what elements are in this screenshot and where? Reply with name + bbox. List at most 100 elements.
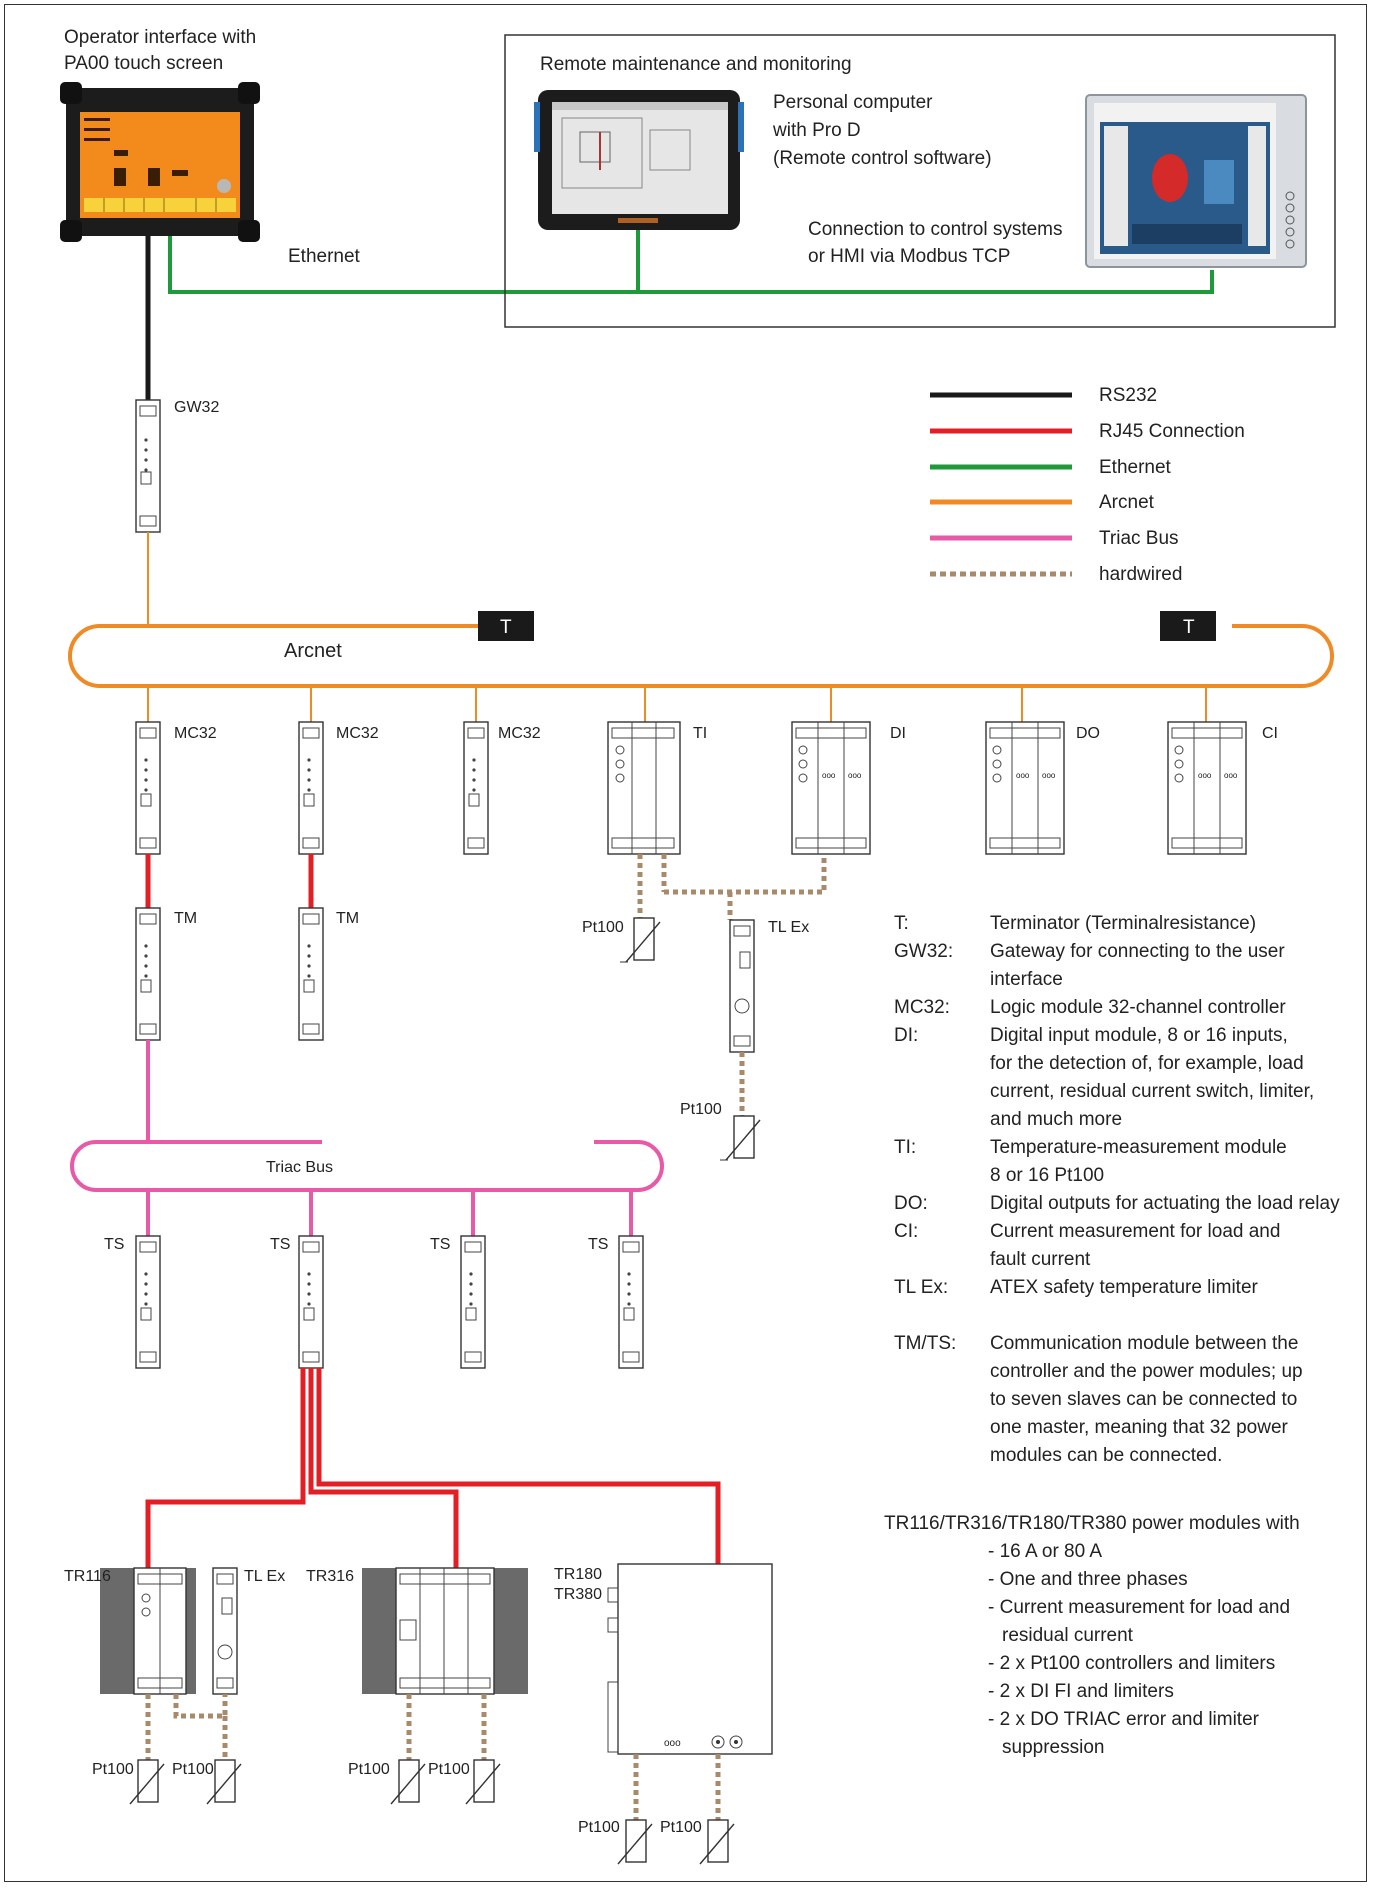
tr180-label: TR180 [554,1566,602,1583]
def-term-ci: CI: [894,1221,918,1242]
pt100-label-tr316-a: Pt100 [348,1761,390,1778]
ci-module: ooo ooo [1167,721,1247,855]
ts-label-1: TS [104,1236,124,1253]
def-term-do: DO: [894,1193,928,1214]
gw32-module [135,399,161,533]
pt100-sensor-tr116-b [206,1759,242,1805]
hardwired-tr180 [633,1754,721,1820]
pt100-sensor-tlex [720,1115,761,1161]
do-module: ooo ooo [985,721,1065,855]
do-label: DO [1076,725,1100,742]
pt100-sensor-tr116-a [129,1759,165,1805]
power-bullet-2: - One and three phases [988,1569,1188,1590]
power-bullet-7: - 2 x DO TRIAC error and limiter [988,1709,1260,1730]
tr380-label: TR380 [554,1586,602,1603]
ethernet-label: Ethernet [288,246,361,267]
tlex-label-top: TL Ex [768,919,809,936]
svg-text:ooo: ooo [664,1738,681,1749]
def-term-tlex: TL Ex: [894,1277,948,1298]
triac-drops [146,1190,633,1236]
tm-label-2: TM [336,910,359,927]
tablet-corner [60,220,82,242]
def-term-ti: TI: [894,1137,916,1158]
pc-tablet [534,90,744,230]
svg-text:ooo: ooo [1224,771,1238,780]
pt100-label-tlex: Pt100 [680,1101,722,1118]
legend-label-hardwired: hardwired [1099,564,1182,585]
di-label: DI [890,725,906,742]
gw32-label: GW32 [174,399,219,416]
def-term-mc32: MC32: [894,997,950,1018]
def-text-di-1: Digital input module, 8 or 16 inputs, [990,1025,1288,1046]
connection-caption-line2: or HMI via Modbus TCP [808,246,1010,267]
pt100-label-tr116-a: Pt100 [92,1761,134,1778]
def-text-ti-1: Temperature-measurement module [990,1137,1287,1158]
terminator-left-label: T [500,617,512,638]
legend: RS232 RJ45 Connection Ethernet Arcnet Tr… [930,385,1245,585]
power-bullet-4: residual current [1002,1625,1134,1646]
definitions: T: Terminator (Terminalresistance) GW32:… [894,913,1340,1466]
pc-caption-line3: (Remote control software) [773,148,992,169]
ci-label: CI [1262,725,1278,742]
connection-caption-line1: Connection to control systems [808,219,1063,240]
arcnet-drops [147,686,1207,722]
connection-caption: Connection to control systems or HMI via… [808,219,1063,267]
def-text-tmts-3: to seven slaves can be connected to [990,1389,1297,1410]
tr116-label: TR116 [64,1568,111,1585]
def-text-tlex-1: ATEX safety temperature limiter [990,1277,1259,1298]
def-text-gw32-1: Gateway for connecting to the user [990,941,1285,962]
pt100-sensor-tr316-b [465,1759,501,1805]
mc32-module-1 [135,721,161,855]
diagram-frame [4,4,1367,1882]
def-text-di-2: for the detection of, for example, load [990,1053,1304,1074]
pt100-label-tr116-b: Pt100 [172,1761,214,1778]
tr116-module [100,1567,196,1695]
svg-text:ooo: ooo [1016,771,1030,780]
def-text-di-4: and much more [990,1109,1122,1130]
power-modules-intro: TR116/TR316/TR180/TR380 power modules wi… [884,1513,1300,1534]
def-term-tmts: TM/TS: [894,1333,956,1354]
ts-module-4 [618,1235,644,1369]
mc32-label-3: MC32 [498,725,541,742]
pt100-sensor-ti [620,917,661,963]
mc32-module-2 [298,721,324,855]
pt100-label-tr316-b: Pt100 [428,1761,470,1778]
rj45-power-lines [145,1368,721,1580]
tm-module-2 [298,907,324,1041]
power-bullet-5: - 2 x Pt100 controllers and limiters [988,1653,1275,1674]
hardwired-ti-di [637,854,827,920]
ts-module-3 [460,1235,486,1369]
def-text-mc32-1: Logic module 32-channel controller [990,997,1286,1018]
tablet-corner [238,82,260,104]
ethernet-line [168,236,1214,294]
power-bullet-1: - 16 A or 80 A [988,1541,1102,1562]
terminator-left [478,611,534,641]
hardwired-tr316 [406,1694,487,1760]
operator-caption-line1: Operator interface with [64,27,256,48]
power-bullet-3: - Current measurement for load and [988,1597,1290,1618]
legend-label-rs232: RS232 [1099,385,1157,406]
def-text-gw32-2: interface [990,969,1063,990]
def-text-ti-2: 8 or 16 Pt100 [990,1165,1104,1186]
tr316-module [362,1567,528,1695]
triac-bus-label: Triac Bus [266,1159,333,1176]
tlex-module-top [729,919,755,1053]
def-text-tmts-4: one master, meaning that 32 power [990,1417,1289,1438]
pc-caption-line2: with Pro D [772,120,861,141]
mc32-module-3 [463,721,489,855]
power-modules-description: TR116/TR316/TR180/TR380 power modules wi… [884,1513,1300,1758]
pt100-sensor-tr316-a [390,1759,426,1805]
power-bullet-6: - 2 x DI FI and limiters [988,1681,1174,1702]
hardwired-tr116 [145,1694,228,1760]
ts-module-1 [135,1235,161,1369]
tablet-corner [238,220,260,242]
ti-label: TI [693,725,707,742]
legend-label-arcnet: Arcnet [1099,492,1155,513]
arcnet-loop [68,624,1334,688]
operator-caption-line2: PA00 touch screen [64,53,223,74]
power-bullet-8: suppression [1002,1737,1104,1758]
mc32-label-2: MC32 [336,725,379,742]
di-module: ooo ooo [791,721,871,855]
svg-text:ooo: ooo [822,771,836,780]
